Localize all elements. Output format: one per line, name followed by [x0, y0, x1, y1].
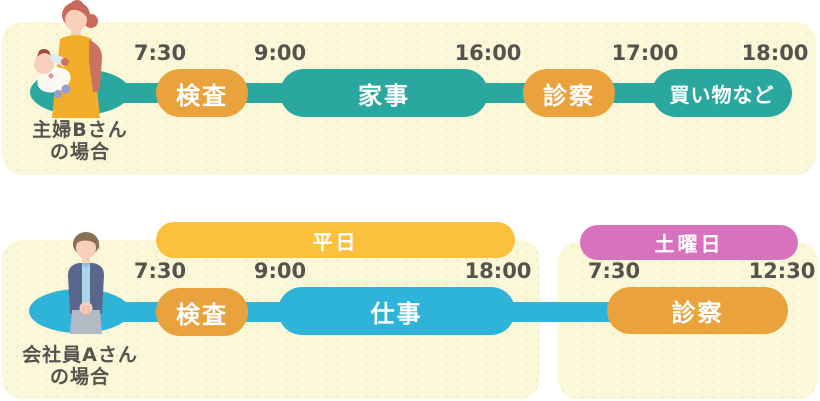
segment-pill-housework: 家事: [280, 69, 488, 117]
housewife-label-line1: 主婦Bさん: [32, 119, 128, 141]
time-label: 17:00: [611, 41, 679, 65]
segment-pill-work: 仕事: [278, 287, 515, 335]
time-label: 9:00: [253, 41, 307, 65]
time-label: 18:00: [741, 41, 809, 65]
weekday-header-pill: 平日: [156, 222, 515, 258]
office-worker-label-line1: 会社員Aさん: [22, 344, 138, 366]
timeline-connector: [110, 302, 166, 322]
timeline-connector: [244, 83, 284, 103]
time-label: 12:30: [748, 259, 816, 283]
segment-pill-consultation: 診察: [607, 287, 788, 334]
segment-pill-exam: 検査: [156, 288, 248, 336]
time-label: 16:00: [454, 41, 522, 65]
segment-pill-exam: 検査: [156, 69, 248, 117]
timeline-connector: [610, 83, 658, 103]
time-label: 9:00: [253, 259, 307, 283]
office-worker-illustration: [68, 232, 104, 334]
housewife-with-baby-illustration: [34, 0, 102, 118]
time-label: 18:00: [464, 259, 532, 283]
segment-pill-shopping: 買い物など: [652, 69, 792, 117]
timeline-connector-cross-panel: [500, 302, 622, 322]
office-worker-label: 会社員Aさん の場合: [17, 344, 143, 388]
time-label: 7:30: [133, 259, 187, 283]
housewife-label-line2: の場合: [49, 141, 110, 163]
time-label: 7:30: [133, 41, 187, 65]
segment-pill-consultation: 診察: [523, 69, 615, 117]
housewife-label: 主婦Bさん の場合: [20, 119, 140, 163]
saturday-header-pill: 土曜日: [580, 225, 798, 260]
timeline-connector: [244, 302, 284, 322]
timeline-connector: [486, 83, 527, 103]
time-label: 7:30: [587, 259, 641, 283]
office-worker-label-line2: の場合: [49, 366, 110, 388]
timeline-connector: [110, 83, 166, 103]
